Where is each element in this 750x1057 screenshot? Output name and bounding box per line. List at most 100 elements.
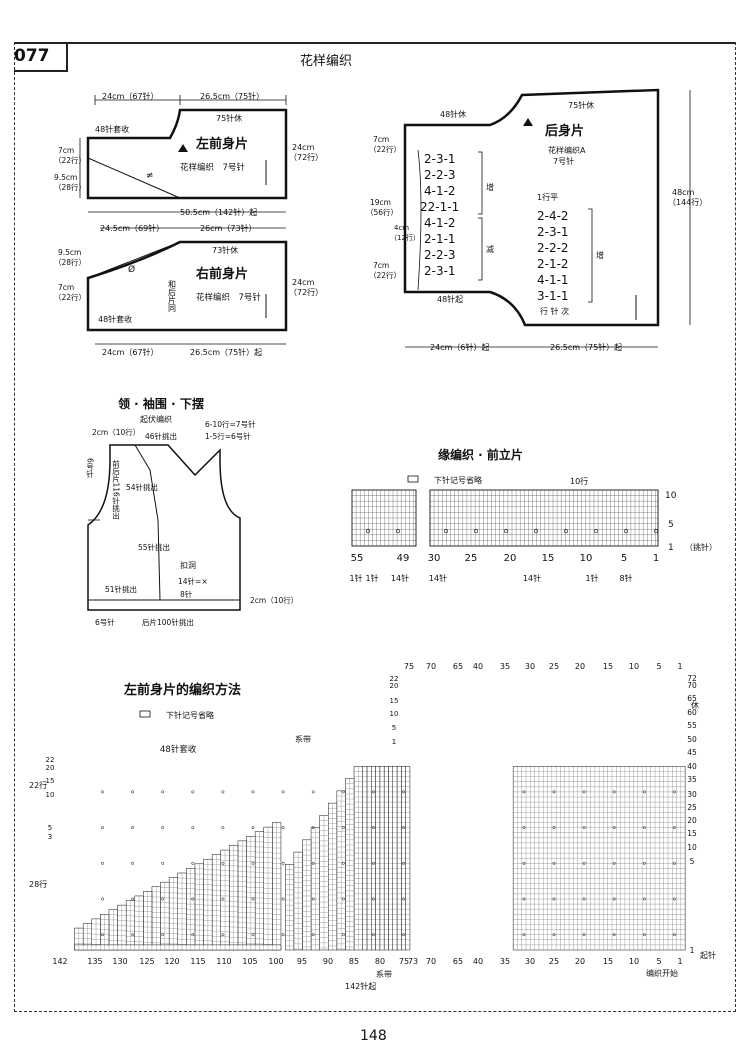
seq-left-7: 2-3-1 [424, 264, 456, 278]
main-right-row: 70 [687, 681, 697, 690]
main-total: 142针起 [345, 981, 376, 991]
rf-title: 右前身片 [195, 266, 248, 282]
main-top-col: 10 [629, 662, 639, 671]
main-start: 编织开始 [646, 968, 678, 978]
collar-pickup-55: 55针挑出 [138, 542, 170, 552]
main-top-col: 15 [603, 662, 613, 671]
main-symbol [131, 861, 135, 865]
seq-left-0: 2-3-1 [424, 152, 456, 166]
main-symbol [552, 933, 556, 937]
main-symbol [311, 790, 315, 794]
main-symbol [131, 897, 135, 901]
main-symbol [402, 897, 405, 901]
main-symbol [161, 790, 165, 794]
back-row-flat: 1行平 [537, 192, 558, 202]
main-symbol [522, 897, 526, 901]
main-symbol [642, 861, 646, 865]
main-right-row: 10 [687, 843, 697, 852]
rf-side-note: 和后片同 [168, 280, 177, 313]
main-symbol [161, 933, 165, 937]
main-cast-on: 起针 [700, 950, 716, 960]
seq-right-1: 2-3-1 [537, 225, 569, 239]
seq-right-3: 2-1-2 [537, 257, 569, 271]
main-symbol [672, 861, 676, 865]
edge-col-label: 55 [351, 553, 364, 564]
back-title: 后身片 [545, 123, 584, 139]
main-symbol [582, 861, 586, 865]
lf-rest-label: 75针休 [216, 113, 242, 123]
main-top-col: 70 [426, 662, 436, 671]
main-legend-box [139, 710, 151, 718]
main-symbol [522, 790, 526, 794]
rf-bottom-right: 26.5cm（75针）起 [190, 347, 262, 357]
collar-fourteen: 14针=× [178, 576, 208, 586]
main-symbol [642, 897, 646, 901]
edge-symbol [504, 529, 508, 534]
main-bottom-col: 115 [190, 957, 205, 966]
back-diagram [403, 88, 691, 348]
back-dim-0: 7cm [373, 135, 389, 144]
main-symbol [101, 933, 104, 937]
main-stair-row: 15 [390, 697, 399, 705]
main-symbol [642, 826, 646, 830]
main-symbol [101, 826, 104, 830]
main-symbol [612, 897, 616, 901]
main-symbol [402, 861, 405, 865]
main-symbol [191, 897, 195, 901]
header-rule [14, 42, 736, 44]
main-symbol [582, 897, 586, 901]
main-symbol [672, 933, 676, 937]
back-top-label: 48针休 [440, 109, 466, 119]
lf-dim-2: 9.5cm [54, 173, 77, 182]
rf-dim-1: （28行） [54, 257, 86, 267]
main-symbol [251, 897, 255, 901]
main-bottom-col: 125 [139, 957, 154, 966]
main-symbol [371, 897, 375, 901]
main-symbol [191, 826, 195, 830]
main-stair-row: 1 [392, 738, 396, 746]
seq-left-note-0: 增 [486, 182, 494, 192]
edge-legend: 下针记号省略 [434, 475, 482, 485]
edge-col-label: 49 [397, 553, 410, 564]
seq-right-4: 4-1-1 [537, 273, 569, 287]
main-bottom-col: 10 [629, 957, 639, 966]
main-symbol [612, 861, 616, 865]
page-badge [14, 44, 68, 72]
main-symbol [402, 790, 405, 794]
footer-page-number: 148 [360, 1028, 387, 1044]
collar-buttonhole: 扣洞 [180, 560, 196, 570]
seq-right-note: 增 [596, 250, 604, 260]
back-rdim-1: （144行） [668, 197, 707, 207]
main-right-row: 50 [687, 735, 697, 744]
edge-col-label: 30 [428, 553, 441, 564]
main-symbol [522, 826, 526, 830]
main-symbol [131, 826, 135, 830]
edge-col-label: 25 [465, 553, 478, 564]
rf-pattern: 花样编织 7号针 [196, 292, 261, 303]
seq-left-4: 4-1-2 [424, 216, 456, 230]
main-symbol [221, 861, 225, 865]
left-front-diagram [79, 95, 288, 213]
main-symbol [402, 826, 405, 830]
main-symbol [101, 897, 104, 901]
main-tie: 系带 [295, 734, 311, 744]
edge-symbol [396, 529, 400, 534]
main-left-row: 15 [46, 777, 55, 785]
main-top-col: 5 [656, 662, 661, 671]
rf-top-left-width: 24.5cm（69针） [100, 223, 164, 233]
edge-legend-box [407, 475, 419, 483]
edge-col-label: 15 [542, 553, 555, 564]
main-right-row: 5 [690, 857, 695, 866]
main-symbol [281, 933, 285, 937]
back-dim-2: 19cm [370, 198, 391, 207]
main-symbol [161, 826, 165, 830]
edge-bottom-label: 14针 [523, 573, 541, 583]
main-symbol [371, 790, 375, 794]
back-pattern: 花样编织A [548, 145, 586, 155]
main-tie-bottom: 系带 [376, 969, 392, 979]
main-right-row: 15 [687, 829, 697, 838]
collar-pickup-46: 46针挑出 [145, 431, 177, 441]
main-symbol [672, 897, 676, 901]
main-top-col: 40 [473, 662, 483, 671]
collar-subtitle: 起伏编织 [140, 414, 172, 424]
